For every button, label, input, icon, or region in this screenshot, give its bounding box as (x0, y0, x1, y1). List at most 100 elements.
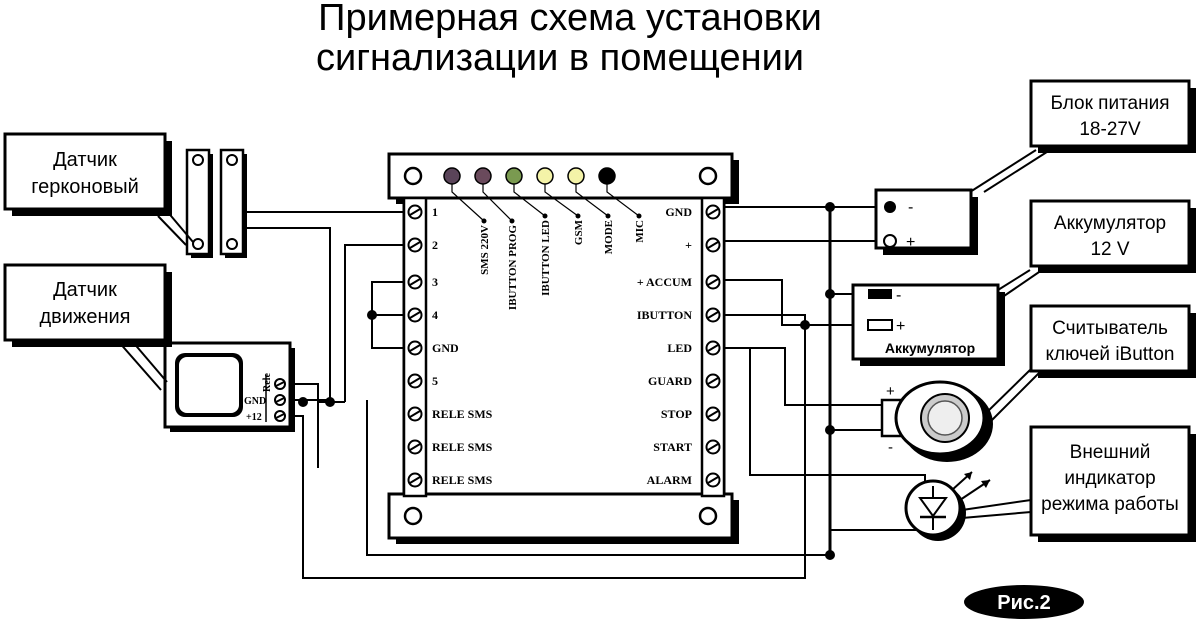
power-supply: - + (874, 188, 978, 255)
motion-label-line1: Датчик (53, 279, 117, 301)
led-label-2: IBUTTON PROG (507, 225, 519, 311)
psu-pin-minus: - (908, 199, 913, 216)
led-leader (606, 184, 640, 217)
left-terminal-label-7: RELE SMS (432, 407, 493, 421)
right-terminal-screw-7 (705, 406, 721, 422)
led-leader (544, 184, 579, 217)
reed-label-line1: Датчик (53, 149, 117, 171)
right-terminal-label-3: + ACCUM (637, 275, 692, 289)
callout-motion-sensor: Датчик движения (3, 263, 172, 391)
led-label-4: GSM (573, 219, 585, 245)
psu-label-line2: 18-27V (1079, 119, 1141, 140)
reader-pin-plus: + (886, 383, 895, 400)
led-label-6: MIC (634, 220, 646, 243)
motion-pin-rele: Rele (262, 373, 273, 392)
right-terminal-screw-8 (705, 439, 721, 455)
left-terminal-screw-9 (407, 472, 423, 488)
left-terminal-label-3: 3 (432, 275, 438, 289)
led-leader-dot (481, 218, 487, 224)
motion-pin-12v: +12 (246, 412, 262, 423)
right-terminal-label-8: START (653, 440, 692, 454)
motion-pin-gnd: GND (244, 396, 266, 407)
figure-label: Рис.2 (964, 585, 1084, 619)
led-leader (482, 184, 513, 222)
led-leader-dot (575, 213, 581, 219)
battery-label-line1: Аккумулятор (1054, 213, 1166, 234)
left-terminal-screw-1 (407, 204, 423, 220)
right-terminal-screw-9 (705, 472, 721, 488)
battery-box-label: Аккумулятор (885, 340, 975, 356)
left-terminal-screw-8 (407, 439, 423, 455)
led-leader (451, 184, 485, 222)
left-terminal-label-8: RELE SMS (432, 440, 493, 454)
left-terminal-label-2: 2 (432, 238, 438, 252)
indicator-label-line2: индикатор (1064, 468, 1155, 489)
right-terminal-screw-1 (705, 204, 721, 220)
motion-label-line2: движения (39, 306, 130, 328)
right-terminal-label-2: + (685, 238, 692, 252)
reader-label-line1: Считыватель (1052, 318, 1168, 339)
right-terminal-screw-5 (705, 340, 721, 356)
right-terminal-screw-2 (705, 237, 721, 253)
reed-label-line2: герконовый (31, 176, 139, 198)
led-label-5: MODE (603, 220, 615, 254)
battery: - + Аккумулятор (851, 283, 1005, 366)
reader-label-line2: ключей iButton (1046, 344, 1175, 365)
led-label-1: SMS 220V (479, 225, 491, 275)
junction-dots (298, 202, 835, 560)
right-terminal-screw-4 (705, 307, 721, 323)
indicator-label-line3: режима работы (1041, 494, 1179, 515)
status-led-4 (536, 167, 554, 185)
left-terminal-label-4: 4 (432, 308, 438, 322)
led-leader (575, 184, 609, 217)
led-leader (513, 184, 546, 217)
callout-power-supply: Блок питания 18-27V (969, 79, 1196, 193)
right-terminal-label-4: IBUTTON (637, 308, 692, 322)
left-terminal-screw-2 (407, 237, 423, 253)
ibutton-reader: + - (880, 380, 993, 462)
right-terminal-label-7: STOP (661, 407, 692, 421)
callout-indicator: Внешний индикатор режима работы (961, 425, 1196, 542)
left-terminal-label-5: GND (432, 341, 459, 355)
right-terminal-label-9: ALARM (647, 473, 692, 487)
indicator-label-line1: Внешний (1070, 442, 1151, 463)
left-terminal-screw-6 (407, 373, 423, 389)
battery-label-line2: 12 V (1090, 239, 1129, 260)
right-terminal-block: GND + + ACCUM IBUTTON LED GUARD STOP START ALARM (637, 196, 726, 498)
left-terminal-screw-3 (407, 274, 423, 290)
status-led-3 (505, 167, 523, 185)
led-leader-dot (605, 213, 611, 219)
led-leader-dot (636, 213, 642, 219)
motion-sensor: Rele GND +12 (163, 341, 295, 432)
right-terminal-screw-6 (705, 373, 721, 389)
left-terminal-label-9: RELE SMS (432, 473, 493, 487)
status-led-5 (567, 167, 585, 185)
psu-pin-plus: + (906, 234, 915, 251)
figure-label-text: Рис.2 (997, 592, 1050, 614)
right-terminal-label-5: LED (667, 341, 692, 355)
led-leader-dot (542, 213, 548, 219)
psu-label-line1: Блок питания (1050, 93, 1169, 114)
left-terminal-screw-7 (407, 406, 423, 422)
status-led-1 (443, 167, 461, 185)
left-terminal-label-6: 5 (432, 374, 438, 388)
external-indicator (904, 471, 991, 541)
led-label-3: IBUTTON LED (540, 220, 552, 296)
callout-ibutton-reader: Считыватель ключей iButton (983, 304, 1196, 423)
led-labels: SMS 220V IBUTTON PROG IBUTTON LED GSM MODE MI… (479, 219, 646, 310)
diagram-title-line1: Примерная схема установки (318, 0, 822, 39)
callout-battery: Аккумулятор 12 V (997, 199, 1196, 297)
right-terminal-label-6: GUARD (648, 374, 692, 388)
status-led-6 (598, 167, 616, 185)
status-leds (443, 167, 642, 224)
right-terminal-label-1: GND (665, 205, 692, 219)
left-terminal-screw-5 (407, 340, 423, 356)
left-terminal-label-1: 1 (432, 205, 438, 219)
battery-pin-minus: - (896, 287, 901, 304)
battery-pin-plus: + (896, 318, 905, 335)
reed-sensor (185, 148, 247, 258)
controller-board: SMS 220V IBUTTON PROG IBUTTON LED GSM MODE MI… (387, 152, 739, 544)
reader-pin-minus: - (888, 439, 893, 456)
